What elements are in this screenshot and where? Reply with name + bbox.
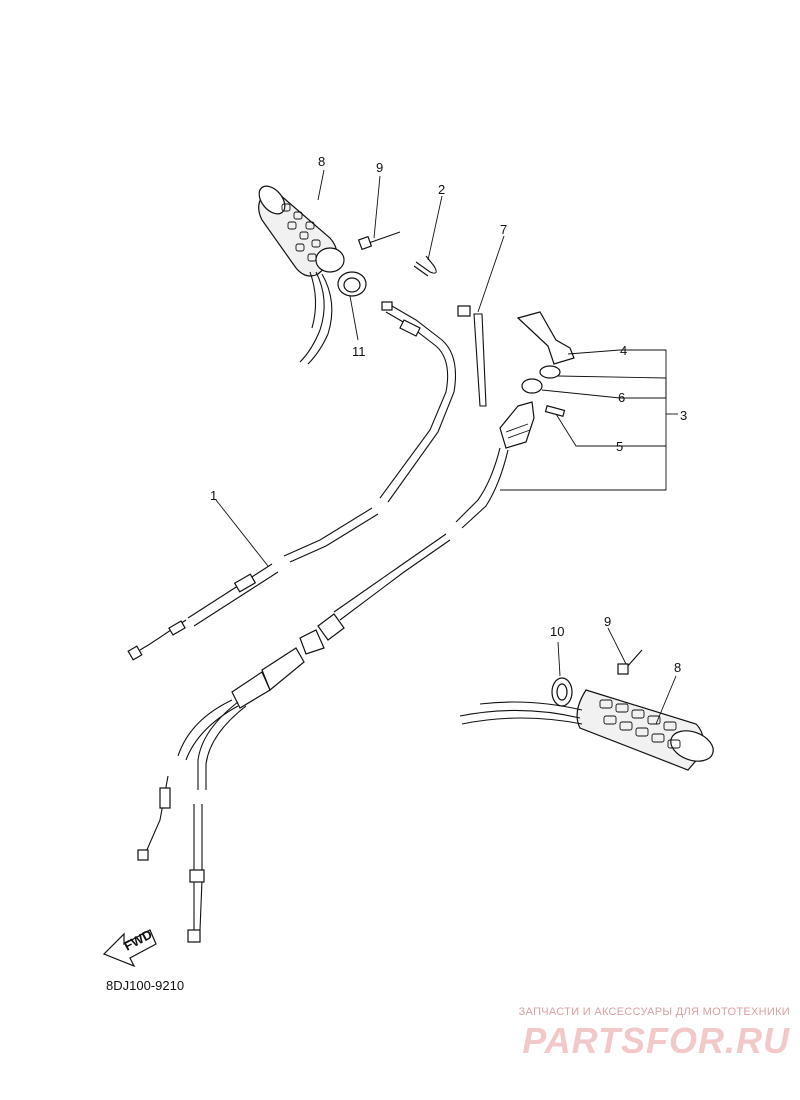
watermark-tagline: ЗАПЧАСТИ И АКСЕССУАРЫ ДЛЯ МОТОТЕХНИКИ [518,1006,790,1018]
cable-3 [137,447,509,943]
cable-1 [127,301,457,661]
callout-6: 6 [618,390,625,405]
callout-1: 1 [210,488,217,503]
callout-11: 11 [352,344,366,359]
right-grip [459,649,714,771]
throttle-parts [499,311,575,449]
fwd-arrow: FWD [102,927,157,968]
left-grip [258,185,345,365]
leader-lines [215,169,678,725]
callout-numbers: 1 2 3 4 5 6 7 8 8 9 9 10 11 [210,154,687,675]
callout-9-bottom: 9 [604,614,611,629]
screw-top [357,231,401,251]
callout-2: 2 [438,182,445,197]
callout-4: 4 [620,343,627,358]
ring-11 [337,271,367,297]
callout-10: 10 [550,624,564,639]
cable-tie-7 [457,305,487,407]
callout-8-bottom: 8 [674,660,681,675]
callout-5: 5 [616,439,623,454]
callout-3: 3 [680,408,687,423]
clip-2 [413,255,437,277]
watermark-logo: PARTSFOR.RU [522,1020,790,1061]
callout-7: 7 [500,222,507,237]
drawing-code: 8DJ100-9210 [106,978,185,993]
callout-9-top: 9 [376,160,383,175]
callout-8-top: 8 [318,154,325,169]
